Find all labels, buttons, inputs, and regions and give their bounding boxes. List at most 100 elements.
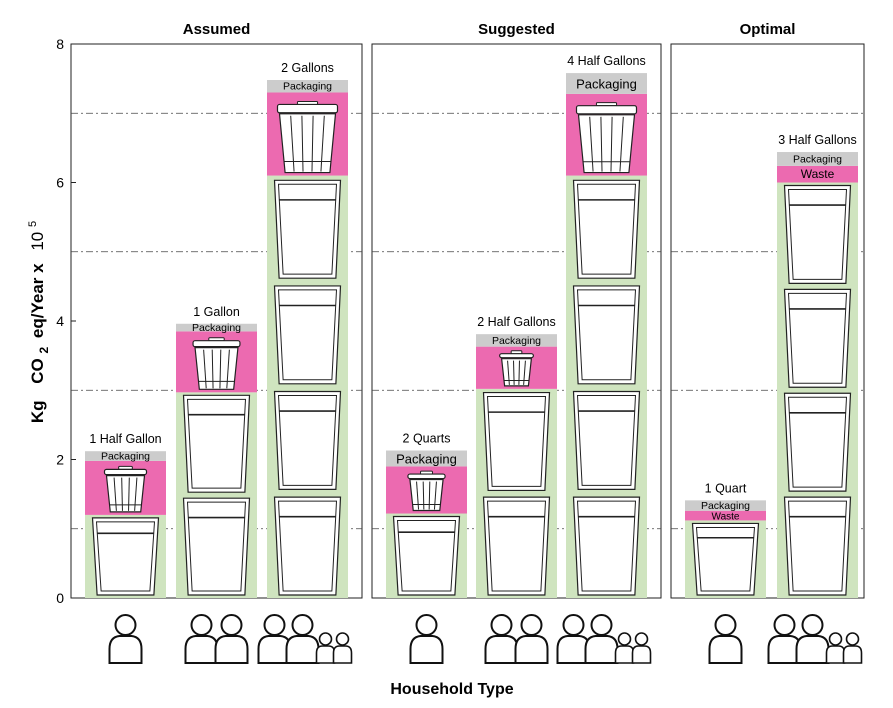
glass-outline — [91, 517, 160, 596]
trash-lid — [499, 353, 534, 359]
y-label-co2: CO — [28, 358, 47, 384]
trash-body — [409, 478, 444, 512]
glass-outline — [572, 179, 641, 279]
trash-lid — [192, 340, 241, 348]
trash-body — [577, 114, 636, 174]
adult-body — [795, 635, 830, 664]
adult-body — [584, 635, 619, 664]
household-icon — [108, 614, 143, 664]
glass-inner — [486, 500, 547, 592]
glass-outline — [783, 496, 852, 596]
trash-lid — [575, 105, 638, 115]
adult-head — [773, 614, 796, 636]
glass-outline — [392, 515, 461, 596]
glass-outline — [482, 391, 551, 492]
y-tick-label: 8 — [56, 36, 64, 52]
child-head — [828, 632, 843, 646]
trash-rib — [513, 360, 515, 385]
trash-rib — [610, 116, 613, 172]
glass-outline — [482, 496, 551, 596]
adult-head — [190, 614, 213, 636]
trash-rib — [589, 116, 594, 172]
waste-label: Waste — [801, 167, 835, 181]
adult-body — [214, 635, 249, 664]
trash-rib — [600, 116, 603, 172]
glass-inner — [95, 521, 156, 592]
x-axis-label: Household Type — [390, 681, 513, 698]
glass-outline — [783, 392, 852, 492]
glass-outline — [182, 394, 251, 493]
trash-lid — [276, 103, 339, 114]
packaging-segment — [777, 152, 858, 166]
panel-title: Optimal — [740, 21, 796, 38]
trash-body — [105, 474, 146, 513]
packaging-label: Packaging — [101, 451, 150, 463]
waste-label: Waste — [712, 512, 740, 523]
glass-outline — [273, 390, 342, 490]
adult-body — [409, 635, 444, 664]
trash-body — [500, 358, 533, 387]
y-label-sub: 2 — [37, 346, 51, 353]
packaging-label: Packaging — [793, 153, 842, 165]
y-tick-label: 4 — [56, 313, 64, 329]
household-icon — [484, 614, 549, 664]
glass-inner — [787, 396, 848, 488]
trash-body — [278, 113, 337, 174]
glass-inner — [396, 520, 457, 592]
glass-outline — [691, 522, 760, 596]
bar-top-label: 3 Half Gallons — [778, 133, 857, 147]
bar-group: Packaging 2 Gallons — [257, 61, 353, 664]
glass-outline — [182, 497, 251, 596]
glass-inner — [277, 183, 338, 275]
packaging-label: Packaging — [492, 335, 541, 347]
trash-body — [194, 347, 239, 390]
glass-outline — [273, 285, 342, 385]
panel-title: Assumed — [183, 21, 251, 38]
glass-outline — [273, 496, 342, 596]
y-label-kg: Kg — [28, 400, 47, 423]
packaging-segment — [566, 73, 647, 94]
glass-inner — [186, 501, 247, 592]
child-head — [335, 632, 350, 646]
glass-outline — [783, 288, 852, 388]
household-icon — [767, 614, 863, 664]
trash-rib — [422, 481, 425, 510]
adult-head — [562, 614, 585, 636]
bar-top-label: 2 Quarts — [403, 431, 451, 445]
bar-top-label: 2 Gallons — [281, 61, 334, 75]
child-head — [318, 632, 333, 646]
y-tick-label: 0 — [56, 590, 64, 606]
child-head — [845, 632, 860, 646]
packaging-label: Packaging — [283, 81, 332, 93]
waste-segment — [685, 510, 766, 521]
child-body — [631, 645, 652, 664]
packaging-segment — [386, 450, 467, 467]
packaging-segment — [267, 80, 348, 93]
glass-inner — [787, 292, 848, 384]
y-axis-label: Kg CO 2 eq/Year x 10 5 — [27, 221, 52, 423]
child-body — [614, 645, 635, 664]
glass-inner — [486, 396, 547, 487]
adult-head — [801, 614, 824, 636]
glass-inner — [576, 289, 637, 381]
trash-rib — [301, 115, 304, 172]
bar-top-label: 1 Quart — [705, 481, 747, 495]
glass-outline — [273, 179, 342, 279]
glass-inner — [576, 183, 637, 275]
glass-inner — [787, 500, 848, 592]
trash-rib — [619, 116, 624, 172]
adult-head — [714, 614, 737, 636]
household-icon — [257, 614, 353, 664]
glass-outline — [572, 390, 641, 490]
glass-inner — [695, 526, 756, 592]
adult-head — [520, 614, 543, 636]
adult-body — [285, 635, 320, 664]
child-body — [842, 645, 863, 664]
packaging-label: Packaging — [701, 500, 750, 512]
packaging-segment — [176, 323, 257, 332]
glass-inner — [576, 500, 637, 592]
